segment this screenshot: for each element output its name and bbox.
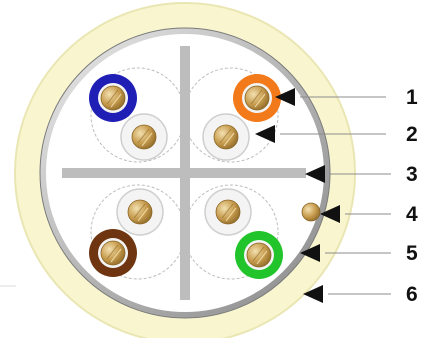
arrow-left-icon — [300, 244, 320, 262]
green-wire — [235, 231, 283, 279]
callout-1: 1 — [275, 86, 418, 109]
callout-label: 6 — [406, 283, 418, 306]
copper-conductor — [215, 199, 241, 225]
cross-separator-horizontal — [62, 168, 306, 178]
brown-wire — [89, 229, 137, 277]
callout-4: 4 — [320, 203, 418, 226]
callout-label: 2 — [406, 123, 418, 146]
copper-conductor — [100, 85, 126, 111]
white-striped-wire-blue — [120, 113, 168, 161]
callout-2: 2 — [255, 123, 418, 146]
copper-conductor — [244, 85, 270, 111]
copper-conductor — [213, 124, 239, 150]
arrow-left-icon — [305, 165, 325, 183]
callout-6: 6 — [303, 283, 418, 306]
white-striped-wire-green — [204, 188, 252, 236]
callout-label: 1 — [406, 86, 418, 109]
white-striped-wire-orange — [202, 113, 250, 161]
arrow-left-icon — [303, 285, 323, 303]
callout-3: 3 — [305, 163, 418, 186]
arrow-left-icon — [275, 88, 295, 106]
arrow-left-icon — [320, 205, 340, 223]
callouts: 1 2 3 4 5 6 — [0, 86, 418, 306]
white-striped-wire-brown — [116, 188, 164, 236]
orange-wire — [233, 74, 281, 122]
callout-5: 5 — [300, 242, 418, 265]
callout-label: 3 — [406, 163, 418, 186]
arrow-left-icon — [255, 125, 275, 143]
copper-conductor — [246, 242, 272, 268]
drain-wire — [301, 202, 321, 222]
blue-wire — [89, 74, 137, 122]
copper-conductor — [131, 124, 157, 150]
callout-label: 4 — [406, 203, 418, 226]
callout-label: 5 — [406, 242, 418, 265]
copper-conductor — [100, 240, 126, 266]
conductors — [89, 74, 321, 279]
copper-conductor — [127, 199, 153, 225]
